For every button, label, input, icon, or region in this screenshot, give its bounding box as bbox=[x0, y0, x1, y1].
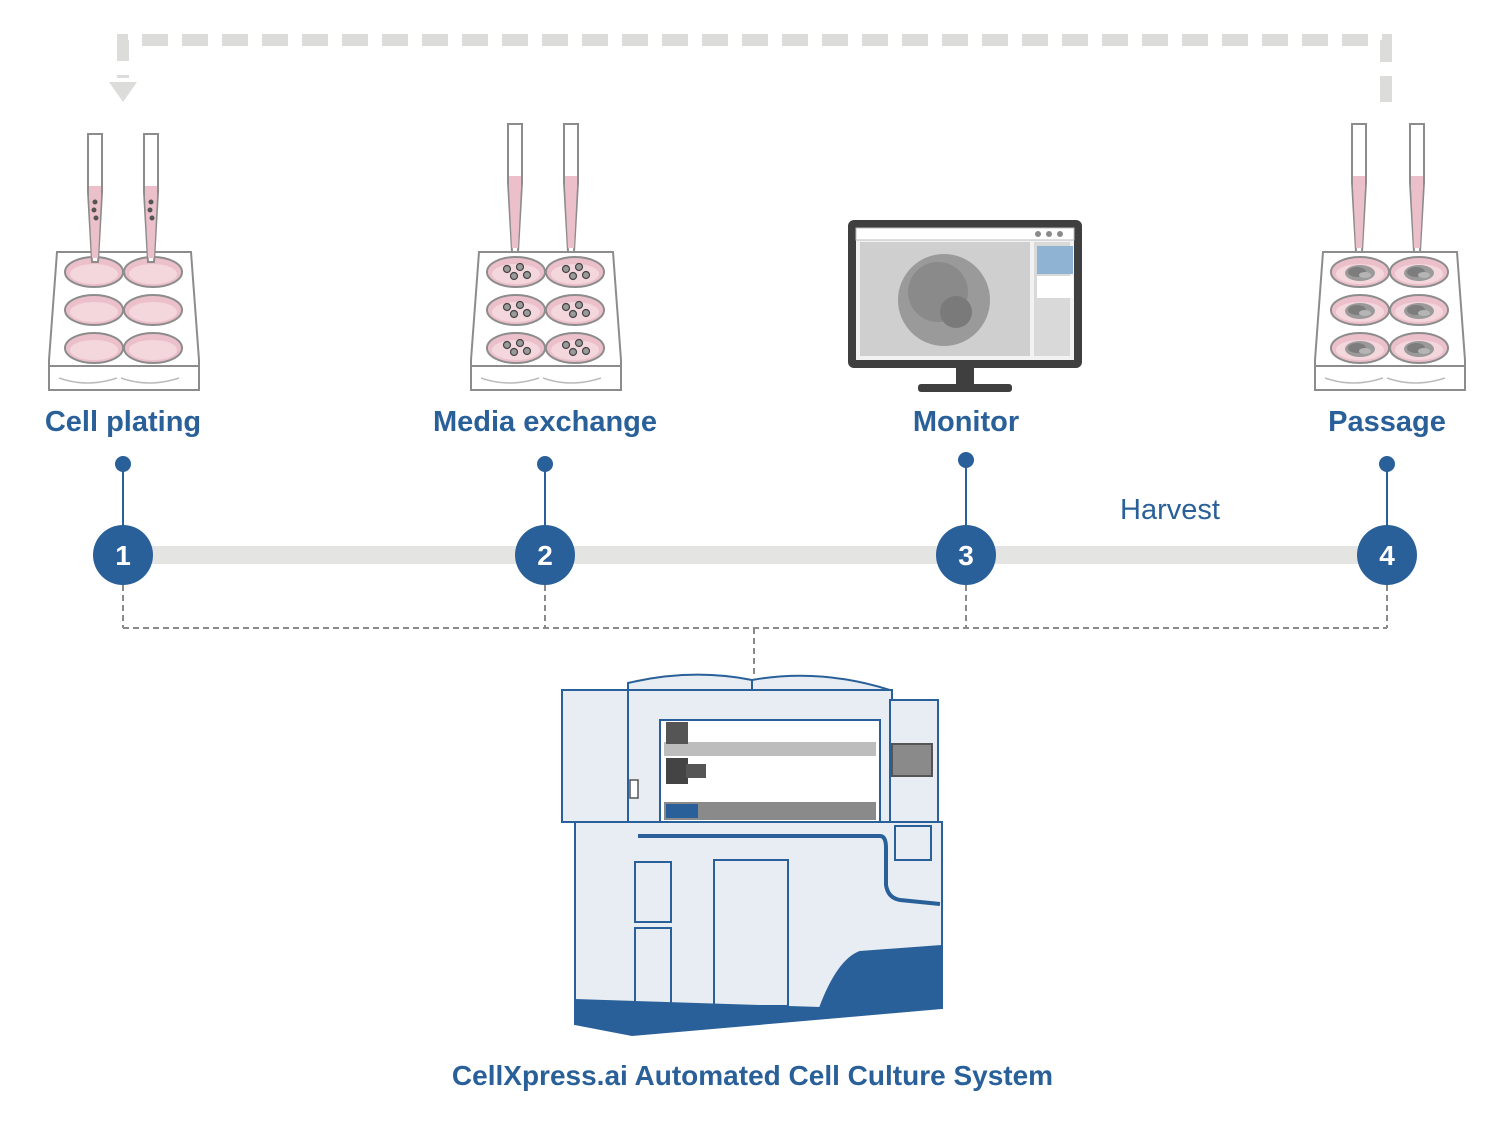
svg-text:3: 3 bbox=[958, 540, 974, 571]
step-label-cell-plating: Cell plating bbox=[44, 406, 202, 438]
automated-cell-culture-instrument-icon bbox=[561, 673, 943, 1037]
monitor-with-cell-colony-image-icon bbox=[848, 220, 1082, 392]
system-title: CellXpress.ai Automated Cell Culture Sys… bbox=[451, 1060, 1054, 1091]
step-node-1: 1 bbox=[93, 525, 153, 585]
svg-text:4: 4 bbox=[1379, 540, 1395, 571]
step-label-monitor: Monitor bbox=[912, 406, 1020, 438]
harvest-label: Harvest bbox=[1120, 494, 1220, 526]
svg-text:2: 2 bbox=[537, 540, 553, 571]
step-node-4: 4 bbox=[1357, 525, 1417, 585]
svg-text:1: 1 bbox=[115, 540, 131, 571]
label-connectors bbox=[115, 452, 1395, 525]
pipette-into-six-well-plate-with-cells-icon bbox=[470, 123, 622, 391]
step-label-media-exchange: Media exchange bbox=[432, 406, 658, 438]
step-node-3: 3 bbox=[936, 525, 996, 585]
step-label-passage: Passage bbox=[1328, 406, 1446, 438]
return-loop-dashed-arrow-icon bbox=[109, 34, 1392, 102]
instrument-connectors bbox=[122, 585, 1388, 676]
step-node-2: 2 bbox=[515, 525, 575, 585]
pipette-into-six-well-plate-icon bbox=[48, 133, 200, 391]
timeline-bar bbox=[122, 546, 1388, 564]
pipette-into-six-well-plate-with-colonies-icon bbox=[1314, 123, 1466, 391]
